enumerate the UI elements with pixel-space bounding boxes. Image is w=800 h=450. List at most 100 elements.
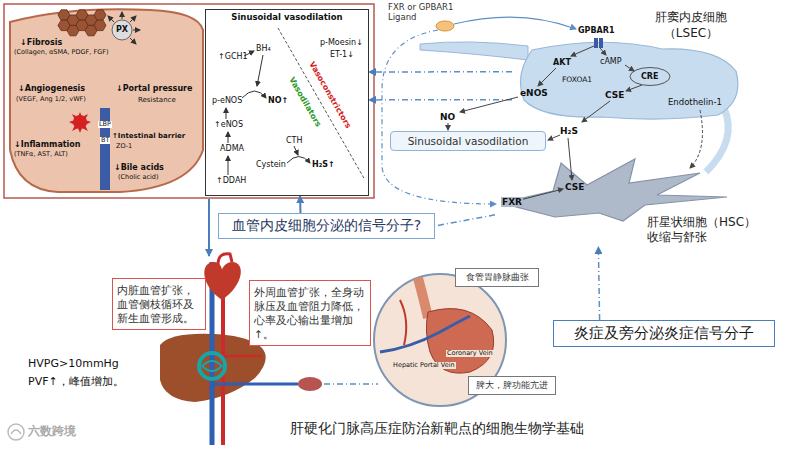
body-figure: [298, 377, 322, 391]
label-text: PVF↑，峰值增加。: [28, 376, 124, 389]
label-text: Endothelin-1: [668, 98, 722, 108]
node-text: 肝窦内皮细胞（LSEC）: [642, 9, 740, 41]
process-box: Sinusoidal vasodilation: [390, 131, 546, 151]
label-text: ↑DDAH: [216, 176, 246, 185]
inset-arrows: [226, 108, 227, 119]
px-symbol: [108, 16, 114, 22]
px-symbol: [130, 38, 136, 44]
body-figure: [223, 355, 262, 358]
label-text: LBP: [98, 121, 112, 128]
receptor-symbol: [594, 38, 598, 48]
body-figure: [199, 353, 225, 379]
node-text: 食管胃静脉曲张: [460, 271, 534, 284]
fibrosis-honeycomb: [58, 10, 106, 36]
inflammation-spot: [69, 112, 91, 133]
label-text: ET-1↓: [330, 50, 354, 59]
pathway-arrows: [548, 135, 560, 140]
label-text: ↑eNOS: [214, 120, 243, 129]
label-text: GPBAR1: [578, 26, 614, 35]
liver-panel: [4, 4, 374, 198]
label-text: cAMP: [600, 57, 622, 66]
label-text: eNOS: [520, 88, 548, 98]
inset-arrows: [228, 156, 229, 175]
pathway-arrows: [448, 123, 449, 130]
node-text: 内脏血管扩张，血管侧枝循环及新生血管形成。: [117, 283, 201, 325]
pathway-arrows: [568, 138, 572, 180]
label-text: FOXOA1: [562, 76, 592, 85]
inset-ground: [205, 9, 369, 196]
label-text: ↑Intestinal barrier: [112, 132, 185, 140]
watermark-logo: [8, 424, 24, 440]
fibrosis-honeycomb: [67, 25, 79, 35]
label-text: NO: [440, 112, 455, 122]
inset-arrows: [294, 146, 298, 155]
label-text: 六数跨境: [28, 425, 76, 439]
label-text: Cystein: [256, 160, 286, 169]
hsc-cell-outline: [495, 155, 767, 247]
label-text: Coronary Vein: [446, 350, 494, 357]
pathway-arrows: [625, 65, 634, 71]
pathway-arrows: [600, 48, 606, 55]
callout-box: 脾大，脾功能亢进: [468, 376, 556, 395]
node-text: 血管内皮细胞分泌的信号分子?: [225, 217, 428, 235]
label-text: Resistance: [138, 96, 176, 104]
connector-arrow: [369, 71, 512, 73]
fibrosis-honeycomb: [94, 10, 106, 20]
label-text: (TNFα, AST, ALT): [14, 151, 68, 158]
label-text: CSE: [605, 90, 624, 100]
label-text: AKT: [553, 58, 571, 67]
label-text: FXR: [501, 197, 523, 207]
watermark-logo: [8, 424, 24, 440]
pathway-arrows: [582, 101, 610, 122]
caption-text: 肝硬化门脉高压症防治新靶点的细胞生物学基础: [290, 420, 584, 436]
pathway-arrows: [448, 46, 702, 200]
label-text: H₂S: [560, 126, 578, 136]
label-text: ↓Portal pressure: [116, 84, 192, 93]
body-figure: [212, 383, 298, 386]
lsec-cell-outline: [520, 42, 737, 119]
cre-outline: [630, 68, 670, 86]
pathway-arrows: [520, 189, 563, 200]
stomach-image: [418, 278, 428, 318]
note-box: 内脏血管扩张，血管侧枝循环及新生血管形成。: [112, 278, 206, 330]
label-text: ADMA: [220, 144, 244, 153]
signal-box: 炎症及旁分泌炎症信号分子: [553, 320, 775, 347]
connector-arrow: [435, 215, 495, 226]
question-box: 血管内皮细胞分泌的信号分子?: [218, 213, 435, 239]
body-figure: [324, 383, 378, 385]
label-text: CSE: [565, 182, 584, 192]
node-text: Sinusoidal vasodilation: [395, 135, 541, 147]
inflammation-spot: [69, 112, 91, 133]
receptor-symbol: [594, 38, 603, 48]
node-text: 炎症及旁分泌炎症信号分子: [560, 324, 768, 343]
label-text: (Collagen, αSMA, PDGF, FGF): [14, 49, 109, 56]
label-text: ↓Bile acids: [114, 163, 164, 172]
label-text: (Cholic acid): [118, 174, 158, 181]
label-text: NO↑: [268, 96, 288, 105]
node-text: 肝星状细胞（HSC） 收缩与舒张: [647, 215, 765, 245]
pathway-arrows: [538, 68, 556, 86]
label-text: Hepatic Portal Vein: [392, 362, 456, 369]
lsec-tail: [706, 108, 728, 172]
px-symbol: [133, 30, 140, 31]
label-text: ↓Inflammation: [14, 140, 81, 149]
receptor-symbol: [599, 38, 603, 48]
label-text: ↓Angiogenesis: [18, 84, 85, 93]
label-text: ↓Fibrosis: [20, 38, 62, 47]
ligand-path: [454, 17, 576, 29]
note-box: 外周血管扩张，全身动脉压及血管阻力降低，心率及心输出量增加 ↑。: [249, 280, 371, 346]
connector-arrow: [299, 196, 301, 213]
body-figure: [202, 361, 222, 371]
label-text: ZO-1: [116, 143, 132, 150]
watermark-logo: [11, 430, 21, 434]
label-text: HVPG>10mmHg: [28, 358, 119, 371]
liver-panel: [10, 9, 203, 192]
label-text: CTH: [286, 136, 303, 145]
inset-arrows: [287, 157, 310, 164]
pathway-arrows: [460, 97, 518, 112]
label-text: (VEGF, Ang 1/2, vWF): [16, 96, 86, 103]
px-symbol: [130, 16, 136, 22]
flow-arrow: [208, 199, 210, 256]
